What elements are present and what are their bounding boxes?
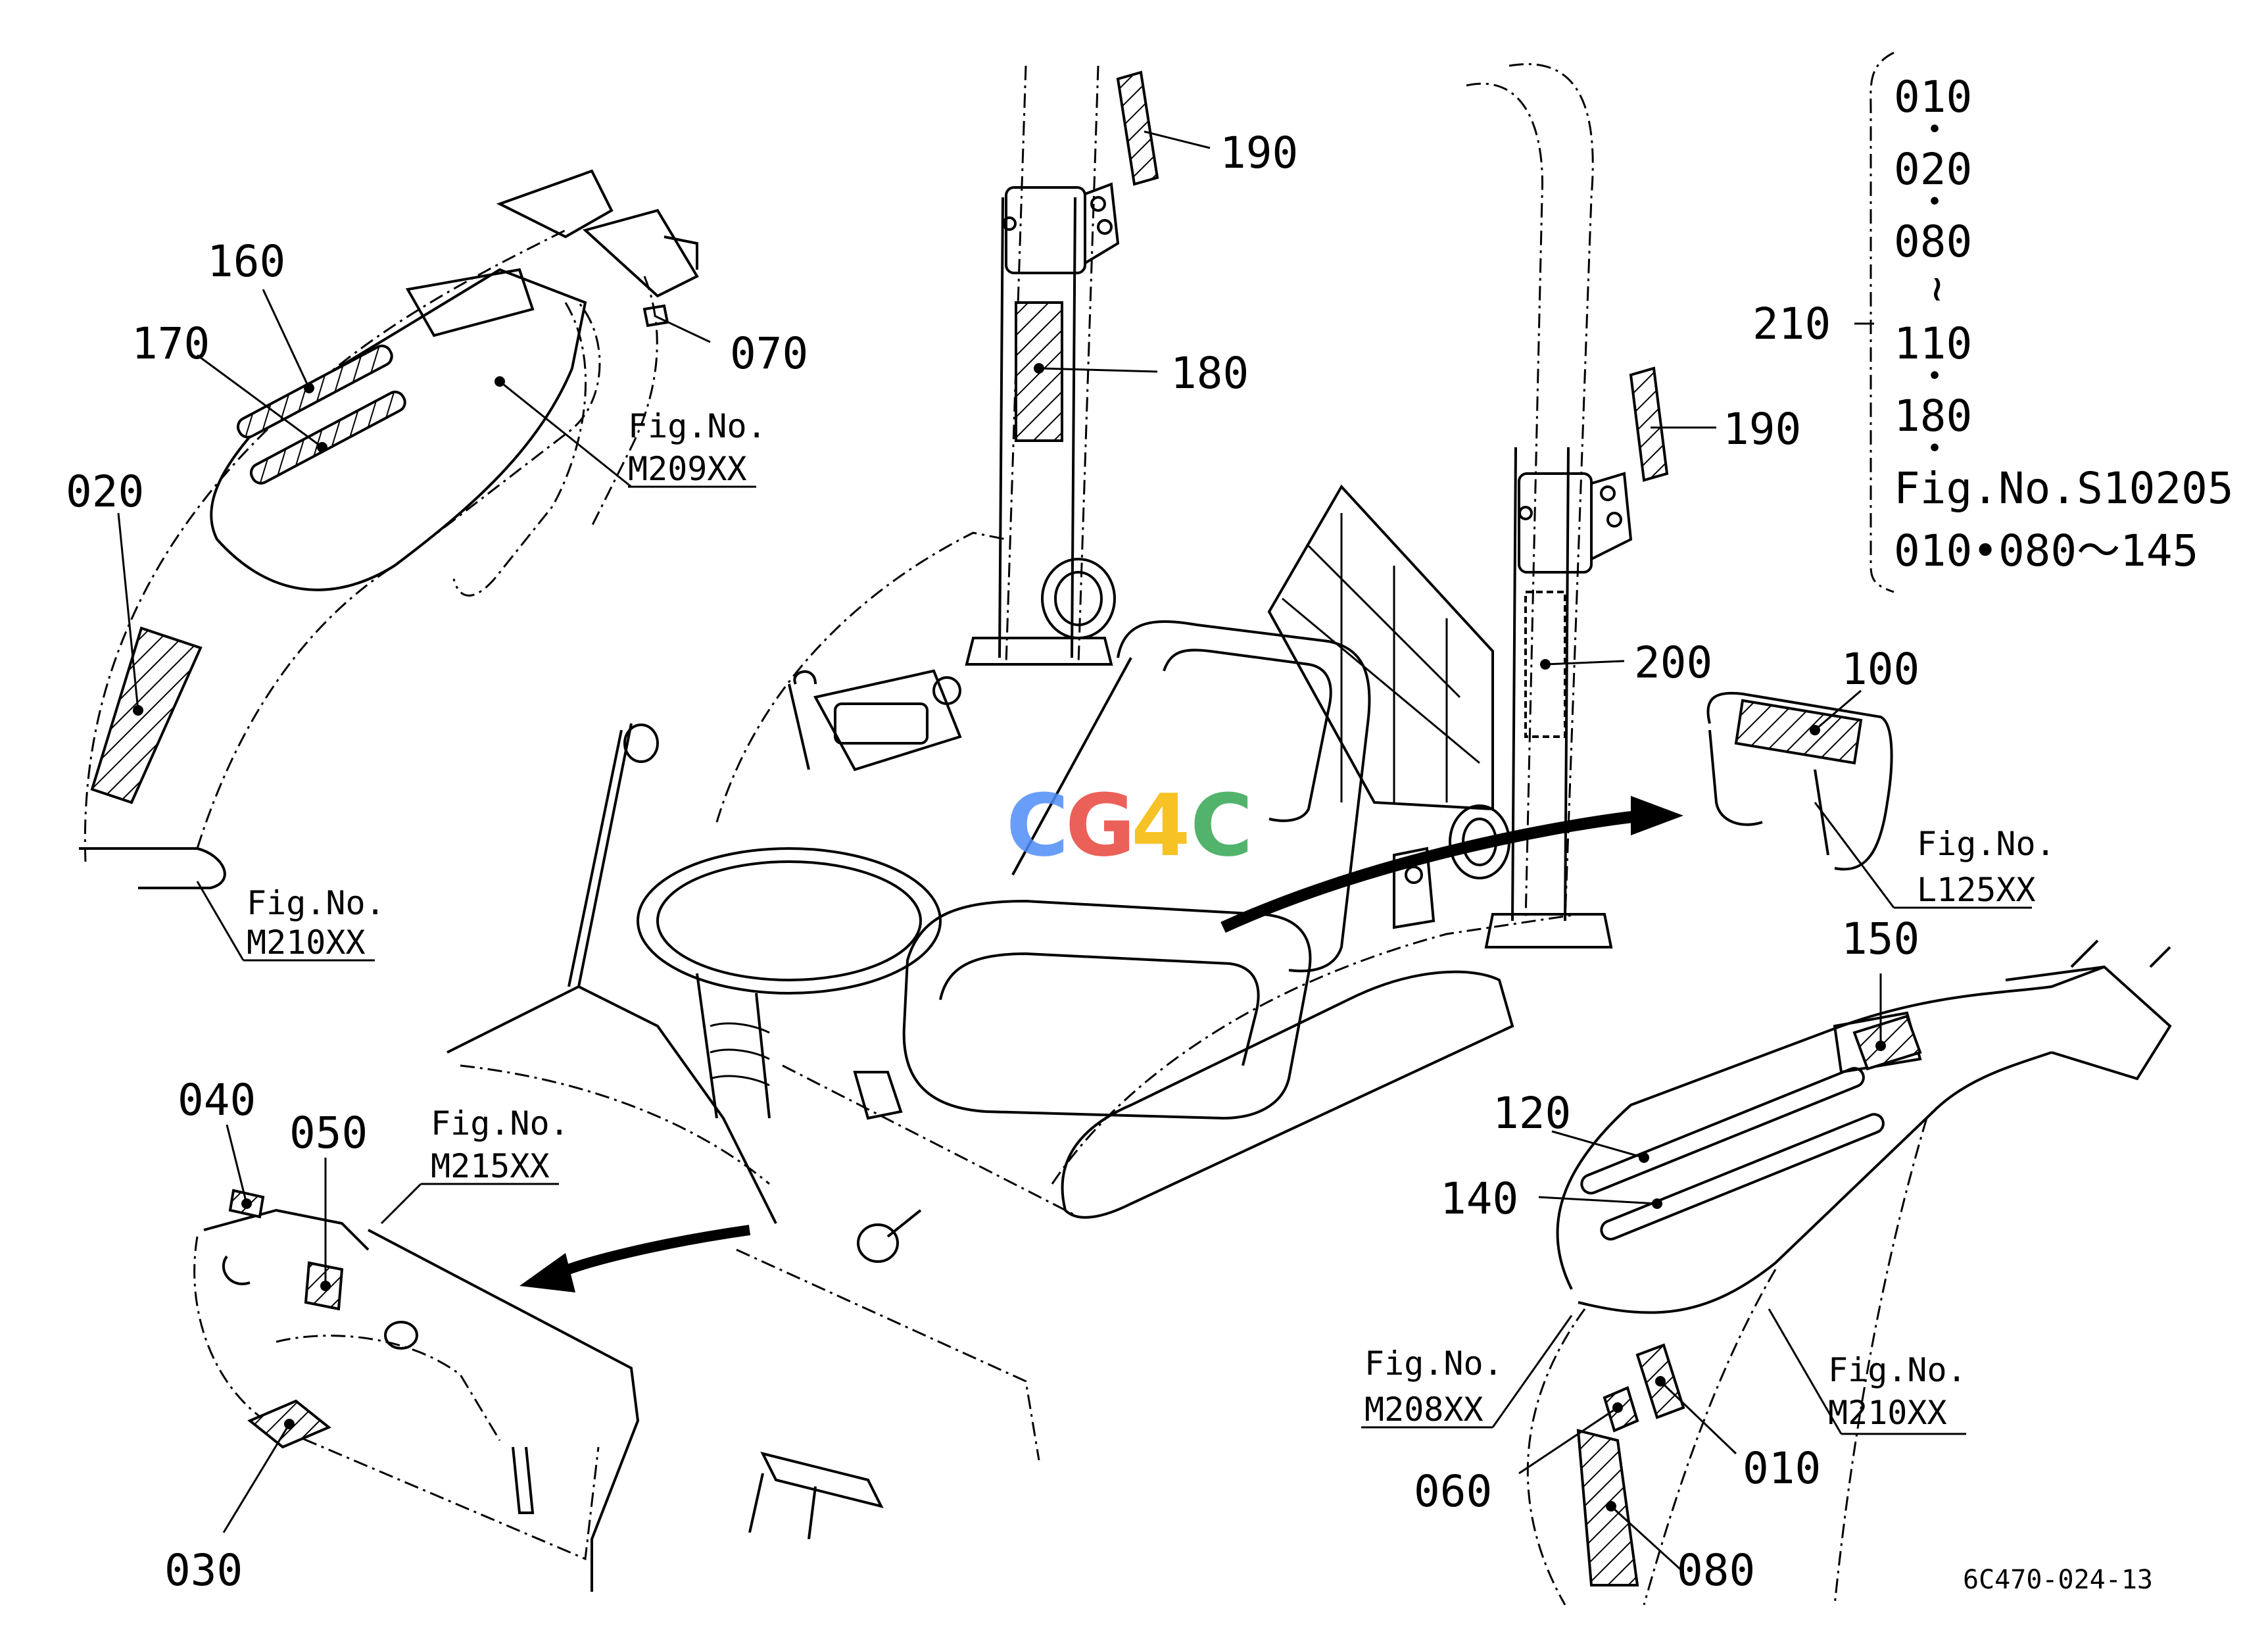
watermark-letter-1: C [1006,775,1069,875]
callout-200: 200 [1634,637,1712,688]
rops-left-post [965,65,1120,666]
figref-code-m208: M208XX [1364,1390,1484,1429]
decal-190-right [1629,366,1669,482]
callout-170: 170 [132,318,210,369]
figref-label-m215: Fig.No. [431,1104,569,1143]
callout-030: 030 [164,1545,243,1596]
left-fender-upper [79,169,699,889]
front-panel [193,1208,640,1592]
arrow-to-front-panel [519,1225,751,1292]
callout-190-right: 190 [1723,404,1801,455]
callout-160: 160 [207,236,285,287]
legend-sep-1: • [1927,114,1942,145]
figref-label-m208: Fig.No. [1364,1344,1503,1383]
legend-item-5: 180 [1894,391,1972,441]
watermark-letter-4: C [1190,775,1253,875]
callout-120: 120 [1493,1088,1571,1139]
figref-code-m210-right: M210XX [1828,1394,1947,1432]
figref-label-m210-left: Fig.No. [247,884,385,922]
callout-060: 060 [1414,1466,1492,1517]
floor-area [736,1064,1079,1540]
callout-050: 050 [289,1108,368,1158]
callout-dots [133,363,1886,1512]
callout-040: 040 [178,1075,256,1125]
operator-seat [902,620,1371,1120]
callout-010: 010 [1743,1443,1821,1494]
legend-fig-line: Fig.No.S10205 [1894,463,2234,514]
legend-item-4: 110 [1894,318,1972,369]
watermark-letter-2: G [1065,775,1136,875]
legend-item-1: 010 [1894,72,1972,122]
figure-ref-underlines [243,485,2032,1435]
callout-210: 210 [1752,299,1831,349]
legend-item-3: 080 [1894,216,1972,267]
watermark: C G 4 C [1006,775,1253,875]
legend-210: 010 • 020 • 080 ~ 110 • 180 • Fig.No.S10… [1870,51,2234,593]
figref-code-m210-left: M210XX [247,923,366,962]
fender-bracket [1706,691,1893,871]
drawing-code: 6C470-024-13 [1963,1565,2153,1595]
arrow-to-bracket [1220,796,1683,933]
callout-190-left: 190 [1220,128,1298,178]
center-fender [1051,847,1579,1219]
figref-code-m209: M209XX [628,450,747,488]
callout-020: 020 [66,466,144,517]
decal-190-left [1116,70,1159,186]
legend-sep-4: • [1927,433,1942,464]
legend-sep-3: • [1927,361,1942,391]
watermark-letter-3: 4 [1131,775,1190,875]
steering-wheel [637,847,942,1119]
dash-lower-panel [446,985,777,1224]
figref-label-m210-right: Fig.No. [1828,1351,1967,1389]
legend-item-2: 020 [1894,144,1972,195]
right-fender [1526,939,2172,1606]
rear-screen [1267,484,1494,811]
callout-140: 140 [1440,1173,1518,1224]
decal-170 [249,390,406,485]
callout-070: 070 [730,328,808,379]
slot-140 [1600,1113,1885,1241]
callout-100: 100 [1841,644,1919,695]
figref-code-l125: L125XX [1917,871,2036,909]
legend-sep-2: • [1927,187,1942,217]
dashboard [567,531,1007,987]
callout-080: 080 [1677,1545,1755,1596]
callout-150: 150 [1841,914,1919,964]
figref-code-m215: M215XX [431,1147,550,1185]
figref-label-l125: Fig.No. [1917,825,2056,863]
legend-range-line: 010•080～145 [1894,526,2198,576]
slot-120 [1580,1067,1865,1194]
callout-lines [117,130,1895,1573]
callout-180: 180 [1170,348,1249,399]
legend-range: ~ [1913,276,1964,303]
decal-020 [90,626,203,804]
figref-label-m209: Fig.No. [628,407,767,445]
decal-150 [1852,1014,1922,1071]
